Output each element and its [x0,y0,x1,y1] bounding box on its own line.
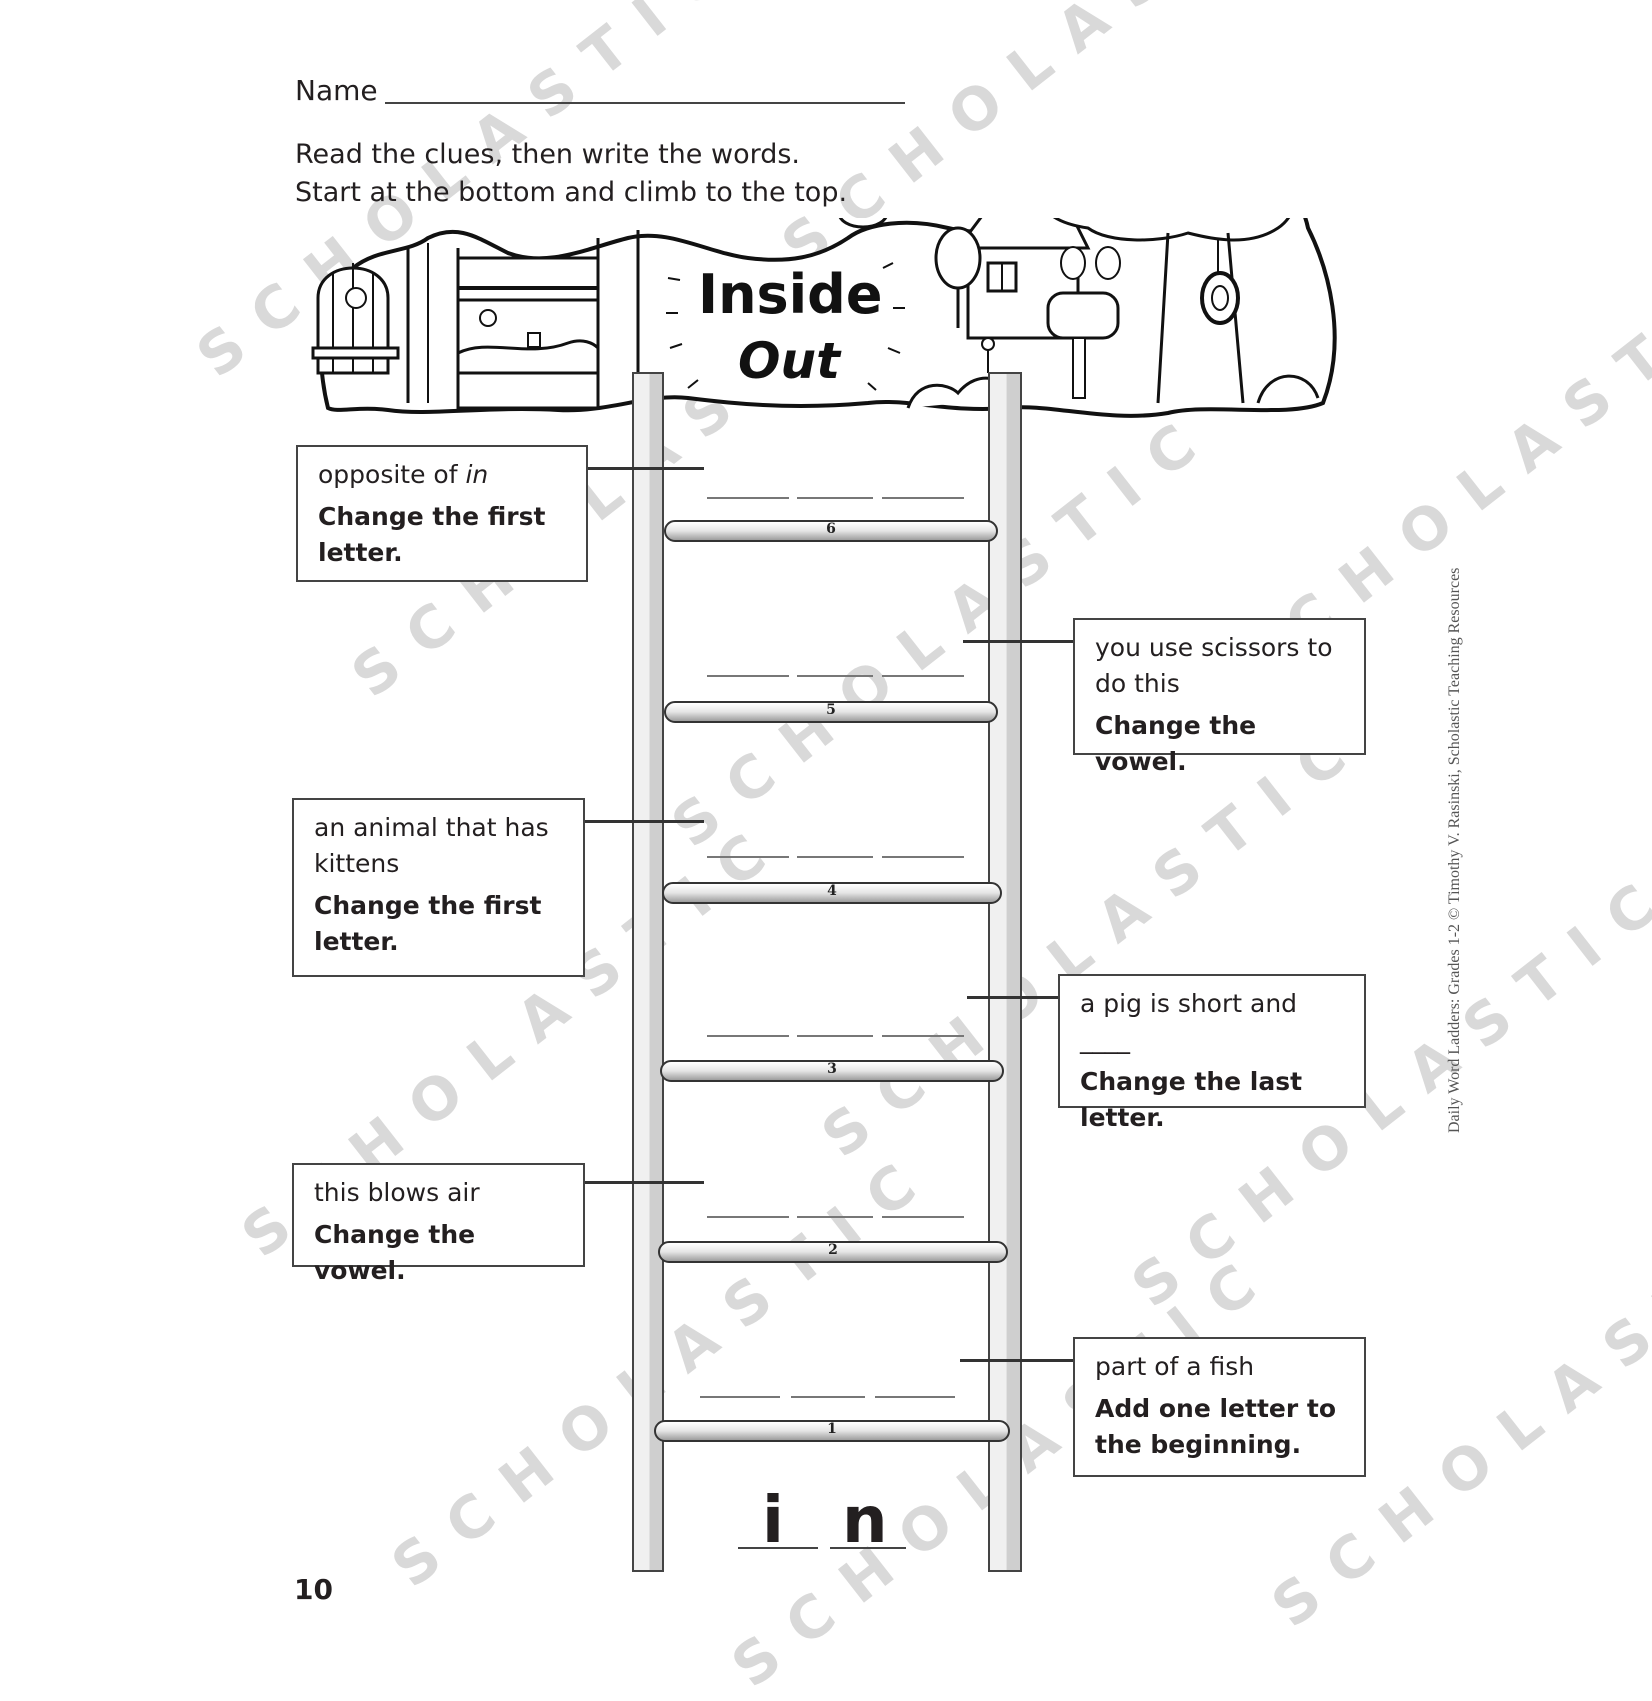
instruction-line-1: Read the clues, then write the words. [295,139,800,170]
copyright-citation: Daily Word Ladders: Grades 1-2 © Timothy… [1446,567,1463,1133]
letter-blank[interactable] [797,1035,873,1037]
clue-leader-line [967,996,1058,999]
letter-blank[interactable] [797,856,873,858]
letter-blank[interactable] [882,856,964,858]
ladder-rung-5: 5 [664,701,998,723]
letter-blank[interactable] [707,1035,789,1037]
rung-number: 6 [826,521,836,537]
name-label: Name [295,74,378,107]
rung-number: 3 [827,1061,837,1077]
letter-blank[interactable] [707,675,789,677]
letter-blank[interactable] [797,1216,873,1218]
clue-leader-line [588,467,704,470]
clue-box-step-4: an animal that has kittens Change the fi… [292,798,585,977]
letter-blank[interactable] [882,497,964,499]
clue-hint: you use scissors to do this [1095,633,1333,698]
svg-text:Out: Out [738,332,842,390]
letter-blank[interactable] [797,497,873,499]
rung-number: 5 [826,702,836,718]
ladder-rung-3: 3 [660,1060,1004,1082]
rung-number: 1 [827,1421,837,1437]
page-number: 10 [294,1573,333,1606]
instruction-line-2: Start at the bottom and climb to the top… [295,177,848,208]
clue-rule: Change the first letter. [314,891,542,956]
svg-text:Inside: Inside [698,263,882,326]
clue-leader-line [960,1359,1073,1362]
ladder-left-rail [632,372,664,1572]
clue-box-step-3: a pig is short and ____ Change the last … [1058,974,1366,1132]
ladder-rung-1: 1 [654,1420,1010,1442]
name-field[interactable] [385,102,905,104]
letter-blank[interactable] [700,1396,780,1398]
rung-number: 2 [828,1242,838,1258]
clue-leader-line [585,820,704,823]
letter-blank[interactable] [875,1396,955,1398]
clue-box-step-5: you use scissors to do this Change the v… [1073,618,1366,776]
start-letter-i: i [762,1484,784,1558]
start-letter-n: n [842,1484,888,1558]
clue-leader-line [585,1181,704,1184]
letter-blank[interactable] [882,1216,964,1218]
letter-blank[interactable] [707,856,789,858]
letter-blank[interactable] [707,497,789,499]
ladder-right-rail [988,372,1022,1572]
ladder-rung-2: 2 [658,1241,1008,1263]
banner-illustration: Inside Out [308,106,1338,418]
letter-blank[interactable] [707,1216,789,1218]
clue-hint: opposite of in [318,460,489,489]
ladder-rung-6: 6 [664,520,998,542]
ladder-rung-4: 4 [662,882,1002,904]
clue-hint: an animal that has kittens [314,813,549,878]
letter-blank[interactable] [791,1396,865,1398]
clue-box-step-6: opposite of in Change the first letter. [296,445,588,582]
clue-rule: Change the first letter. [318,502,546,567]
rung-number: 4 [827,883,837,899]
clue-hint: part of a fish [1095,1352,1255,1381]
clue-rule: Change the vowel. [1095,711,1257,776]
clue-hint: this blows air [314,1178,480,1207]
clue-box-step-1: part of a fish Add one letter to the beg… [1073,1337,1366,1477]
clue-rule: Add one letter to the beginning. [1095,1394,1337,1459]
clue-rule: Change the last letter. [1080,1067,1303,1132]
start-word-underline [830,1547,906,1549]
letter-blank[interactable] [797,675,873,677]
clue-rule: Change the vowel. [314,1220,476,1285]
letter-blank[interactable] [882,675,964,677]
start-word-underline [738,1547,818,1549]
letter-blank[interactable] [882,1035,964,1037]
clue-leader-line [963,640,1073,643]
clue-hint: a pig is short and ____ [1080,989,1298,1054]
clue-box-step-2: this blows air Change the vowel. [292,1163,585,1285]
